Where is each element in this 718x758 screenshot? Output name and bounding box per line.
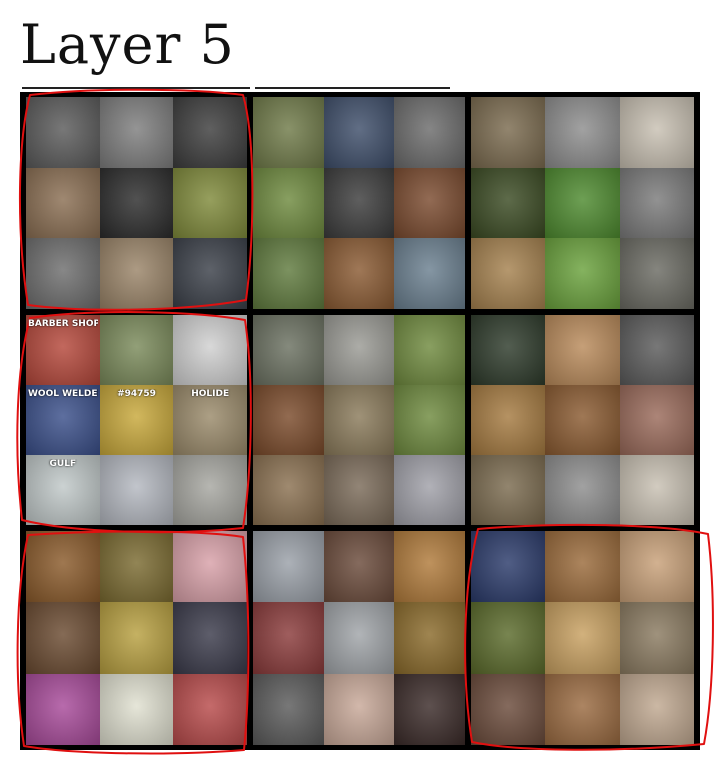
image-tile [619, 315, 694, 385]
image-block-middle-left: BARBER SHOP WOOL WELDERS #94759 HOLIDE GULF [26, 315, 247, 525]
image-tile [253, 385, 324, 455]
image-tile [323, 673, 395, 745]
title-underline-right [255, 87, 450, 89]
image-tile [471, 455, 546, 525]
image-tile [26, 602, 100, 674]
image-tile [619, 167, 694, 239]
tile-sign-text: HOLIDE [191, 389, 230, 399]
image-block-bottom-middle [253, 531, 465, 745]
image-block-middle-right [471, 315, 694, 525]
image-tile [99, 238, 174, 309]
layer-title: Layer 5 [20, 13, 235, 76]
image-tile [619, 531, 694, 603]
image-tile [253, 167, 324, 239]
image-tile [173, 531, 247, 603]
image-tile [99, 455, 174, 525]
image-tile [173, 673, 247, 745]
image-block-center [253, 315, 465, 525]
image-tile [253, 673, 324, 745]
image-tile [619, 385, 694, 455]
image-tile [253, 531, 324, 603]
image-tile [394, 238, 465, 309]
image-tile [471, 315, 546, 385]
image-tile [253, 455, 324, 525]
image-tile [26, 238, 100, 309]
image-block-top-left [26, 97, 247, 309]
image-tile [173, 238, 247, 309]
image-tile: WOOL WELDERS [26, 385, 100, 455]
image-tile [394, 673, 465, 745]
image-tile [253, 238, 324, 309]
image-tile [471, 238, 546, 309]
image-tile [323, 167, 395, 239]
image-tile [471, 673, 546, 745]
image-tile [26, 531, 100, 603]
image-tile [619, 97, 694, 168]
image-tile [99, 602, 174, 674]
feature-visualization-grid: BARBER SHOP WOOL WELDERS #94759 HOLIDE GULF [20, 92, 700, 750]
image-tile [99, 673, 174, 745]
image-tile: BARBER SHOP [26, 315, 100, 385]
image-tile: #94759 [99, 385, 174, 455]
tile-sign-text: #94759 [117, 389, 156, 399]
image-tile [26, 97, 100, 168]
tile-sign-text: WOOL WELDERS [28, 389, 98, 399]
image-tile [471, 602, 546, 674]
image-tile [99, 315, 174, 385]
image-tile [471, 385, 546, 455]
image-tile [545, 385, 620, 455]
image-tile [394, 315, 465, 385]
image-tile [545, 673, 620, 745]
image-tile [545, 238, 620, 309]
image-block-bottom-left [26, 531, 247, 745]
image-tile [471, 531, 546, 603]
image-block-bottom-right [471, 531, 694, 745]
image-tile [99, 531, 174, 603]
image-tile [545, 167, 620, 239]
image-tile: HOLIDE [173, 385, 247, 455]
image-tile [619, 238, 694, 309]
image-tile [619, 455, 694, 525]
image-tile [545, 315, 620, 385]
tile-sign-text: GULF [49, 459, 77, 469]
image-tile [619, 673, 694, 745]
image-tile [323, 315, 395, 385]
image-tile [394, 97, 465, 168]
image-tile [173, 167, 247, 239]
image-tile [173, 602, 247, 674]
image-tile [26, 673, 100, 745]
image-tile [173, 455, 247, 525]
image-tile [471, 167, 546, 239]
image-tile [323, 97, 395, 168]
image-tile [545, 455, 620, 525]
image-tile [26, 167, 100, 239]
image-tile [545, 602, 620, 674]
image-tile [323, 385, 395, 455]
image-tile [323, 238, 395, 309]
image-tile [471, 97, 546, 168]
image-tile [99, 167, 174, 239]
title-underline-left [22, 87, 250, 89]
image-tile [394, 602, 465, 674]
image-tile [545, 97, 620, 168]
image-tile [323, 455, 395, 525]
image-tile [253, 97, 324, 168]
image-tile [323, 602, 395, 674]
image-tile [323, 531, 395, 603]
image-tile: GULF [26, 455, 100, 525]
image-tile [99, 97, 174, 168]
image-tile [394, 167, 465, 239]
image-tile [394, 385, 465, 455]
image-tile [394, 531, 465, 603]
image-tile [545, 531, 620, 603]
image-tile [394, 455, 465, 525]
image-tile [253, 315, 324, 385]
image-block-top-middle [253, 97, 465, 309]
image-tile [253, 602, 324, 674]
image-tile [619, 602, 694, 674]
tile-sign-text: BARBER SHOP [28, 319, 98, 329]
image-block-top-right [471, 97, 694, 309]
image-tile [173, 315, 247, 385]
image-tile [173, 97, 247, 168]
